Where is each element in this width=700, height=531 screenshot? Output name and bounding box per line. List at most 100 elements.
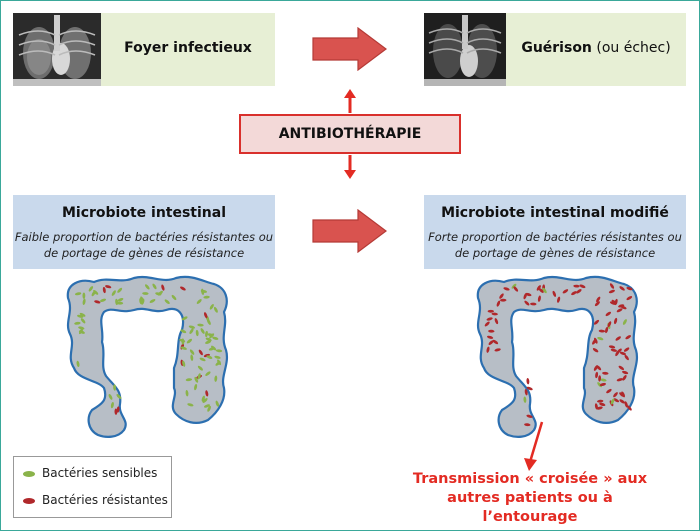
transmission-line-1: Transmission « croisée » aux [412, 471, 648, 487]
bacterium-mark [538, 288, 544, 293]
bacterium-mark [186, 338, 193, 344]
bacterium-mark [189, 349, 195, 355]
bacterium-mark [171, 294, 177, 301]
bacterium-mark [212, 336, 219, 340]
bacterium-mark [114, 408, 118, 415]
legend-item-sensitive: Bactéries sensibles [22, 466, 157, 480]
bacterium-mark [209, 303, 214, 310]
bacterium-mark [144, 284, 150, 290]
bacterium-mark [99, 298, 107, 302]
bacterium-mark [592, 348, 599, 353]
bacterium-mark [609, 283, 615, 289]
right-arrow-top [312, 27, 387, 71]
bacterium-mark [94, 300, 101, 304]
bacterium-mark [596, 365, 602, 371]
bacterium-mark [613, 398, 620, 403]
bacterium-mark [117, 287, 123, 293]
bacterium-mark [484, 321, 490, 327]
legend-item-resistant: Bactéries résistantes [22, 493, 168, 507]
bacterium-mark [614, 298, 618, 306]
bacterium-mark [211, 345, 217, 351]
bacterium-mark [206, 355, 213, 359]
chest-xray-image-right [424, 13, 506, 86]
bacterium-mark [613, 317, 618, 325]
bacterium-mark [619, 286, 625, 291]
bacterium-mark [524, 423, 531, 427]
bacterium-mark [622, 375, 627, 381]
bacterium-mark [491, 312, 498, 316]
bacterium-mark [537, 295, 541, 302]
bacterium-mark [606, 388, 612, 394]
bacterium-mark [524, 389, 528, 396]
bacterium-mark [596, 296, 601, 303]
bacterium-mark [608, 345, 616, 349]
bacterium-mark [615, 336, 621, 341]
bacterium-mark [499, 293, 504, 299]
bacterium-mark [77, 314, 84, 318]
sensitive-bacteria-icon [23, 470, 35, 477]
bacterium-mark [526, 414, 533, 418]
microbiota-desc-left-1: Faible proportion de bactéries résistant… [14, 230, 274, 244]
bacterium-mark [74, 292, 82, 296]
bacterium-mark [214, 355, 221, 359]
bacterium-mark [579, 284, 586, 289]
bacterium-mark [185, 390, 189, 397]
legend-label-resistant: Bactéries résistantes [42, 493, 168, 507]
bacterium-mark [542, 287, 547, 294]
bacterium-mark [205, 371, 211, 376]
bacterium-mark [116, 394, 122, 399]
bacterium-mark [189, 328, 194, 334]
bacterium-mark [595, 371, 599, 379]
transmission-arrow [524, 421, 544, 471]
healing-box: Guérison (ou échec) [424, 13, 686, 86]
bacterium-mark [610, 348, 618, 352]
bacterium-mark [117, 297, 124, 302]
bacterium-mark [102, 286, 106, 294]
bacterium-mark [525, 292, 532, 297]
bacterium-mark [503, 287, 510, 291]
colon-illustration-right [476, 275, 638, 438]
bacterium-mark [598, 329, 606, 333]
bacterium-mark [616, 308, 623, 313]
bacterium-mark [562, 289, 569, 294]
bacterium-mark [82, 292, 86, 299]
bacterium-mark [605, 326, 609, 334]
bacterium-mark [181, 316, 188, 321]
bacterium-mark [82, 298, 86, 305]
bacterium-mark [486, 335, 494, 339]
microbiota-desc-right-2: de portage de gènes de résistance [454, 246, 656, 260]
bacterium-mark [206, 319, 211, 325]
bacterium-mark [93, 290, 99, 295]
bacterium-mark [607, 321, 612, 328]
microbiota-box-right: Microbiote intestinal modifié Forte prop… [424, 195, 686, 269]
bacterium-mark [623, 347, 630, 352]
bacterium-mark [190, 354, 194, 361]
bacterium-mark [622, 319, 627, 325]
bacterium-mark [203, 404, 211, 408]
bacterium-mark [488, 329, 495, 333]
colon-illustration-left [66, 275, 228, 438]
bacterium-mark [625, 335, 632, 340]
bacterium-mark [524, 300, 530, 306]
bacterium-mark [197, 323, 204, 327]
transmission-line-2: autres patients ou à l’entourage [447, 490, 613, 525]
resistant-bacteria-icon [23, 497, 35, 504]
bacterium-mark [523, 396, 527, 403]
bacterium-mark [180, 346, 187, 350]
bacterium-mark [494, 348, 501, 352]
bacterium-mark [486, 346, 490, 353]
bacterium-mark [217, 359, 222, 366]
bacterium-mark [597, 399, 604, 403]
right-arrow-middle [312, 209, 387, 253]
bacterium-mark [76, 360, 80, 368]
bacterium-mark [593, 319, 600, 325]
legend: Bactéries sensibles Bactéries résistante… [13, 456, 172, 518]
bacterium-mark [196, 299, 202, 304]
bacterium-mark [598, 375, 602, 382]
bacterium-mark [500, 298, 507, 302]
bacterium-mark [492, 339, 499, 345]
bacterium-mark [152, 283, 157, 290]
bacterium-mark [203, 295, 210, 299]
up-arrow-red [344, 89, 356, 113]
bacterium-mark [116, 301, 124, 305]
